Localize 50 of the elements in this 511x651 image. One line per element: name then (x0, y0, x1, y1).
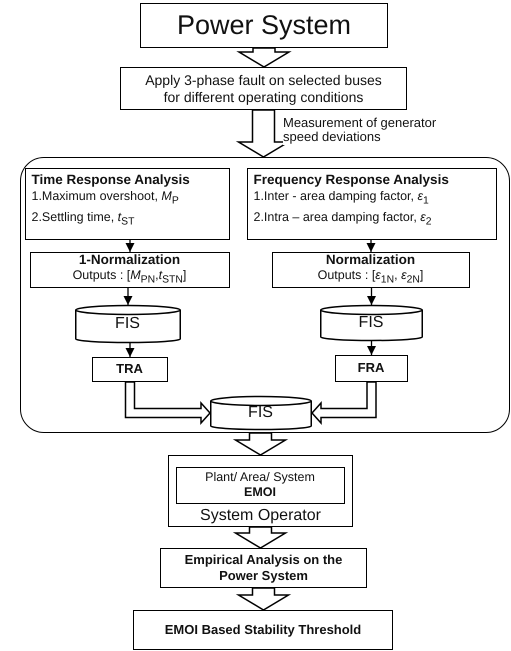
process-box (92, 356, 168, 382)
block-arrow (311, 381, 377, 425)
node-label: FIS (248, 402, 273, 422)
node-label: FIS (358, 312, 384, 332)
section-heading: Frequency Response Analysis (254, 172, 449, 188)
analysis-box (24, 168, 230, 240)
node-title: Power System (176, 9, 352, 42)
process-box (272, 252, 470, 288)
block-arrow (236, 587, 292, 611)
process-box (30, 252, 230, 288)
node-label: TRA (116, 361, 143, 377)
arrow (366, 341, 376, 355)
node-label: EMOI (244, 485, 276, 500)
process-box (334, 354, 408, 382)
arrow (125, 343, 135, 357)
cylinder-node (320, 304, 422, 340)
node-label: FIS (115, 314, 140, 334)
node-label: FRA (358, 360, 384, 376)
group-container (20, 157, 510, 433)
block-arrow (232, 432, 288, 456)
list-item: 1.Inter - area damping factor, ε$_{1}$ (254, 188, 429, 208)
node-label: Plant/ Area/ System (205, 470, 315, 485)
list-item: 2.Settling time, t$_{ST}$ (32, 210, 134, 229)
node-label: System Operator (200, 506, 321, 525)
process-text: Apply 3-phase fault on selected buses for different operating conditions (144, 72, 383, 106)
process-box (133, 610, 393, 650)
block-arrow (124, 381, 211, 425)
process-box (168, 455, 353, 527)
cylinder-node (210, 396, 312, 430)
analysis-box (246, 168, 496, 240)
output-formula: Outputs : [ε$_{1N}$, ε$_{2N}$] (318, 268, 424, 288)
section-heading: Time Response Analysis (32, 172, 190, 188)
block-arrow (232, 526, 288, 549)
section-heading: 1-Normalization (78, 252, 180, 268)
process-box (176, 466, 344, 504)
arrow (123, 288, 133, 305)
cylinder-node (74, 304, 180, 342)
arrow (366, 240, 376, 252)
node-label: EMOI Based Stability Threshold (164, 622, 362, 638)
arrow (125, 240, 135, 252)
list-item: 2.Intra – area damping factor, ε$_{2}$ (254, 210, 432, 229)
process-box (120, 67, 407, 110)
arrow (366, 288, 376, 305)
process-box (160, 548, 367, 588)
section-heading: Normalization (326, 252, 416, 268)
block-arrow (236, 47, 292, 68)
list-item: 1.Maximum overshoot, M$_{P}$ (32, 188, 179, 208)
output-formula: Outputs : [M$_{PN}$,t$_{STN}$] (72, 268, 186, 288)
node-label: Empirical Analysis on the Power System (184, 552, 344, 584)
process-box (140, 3, 388, 48)
